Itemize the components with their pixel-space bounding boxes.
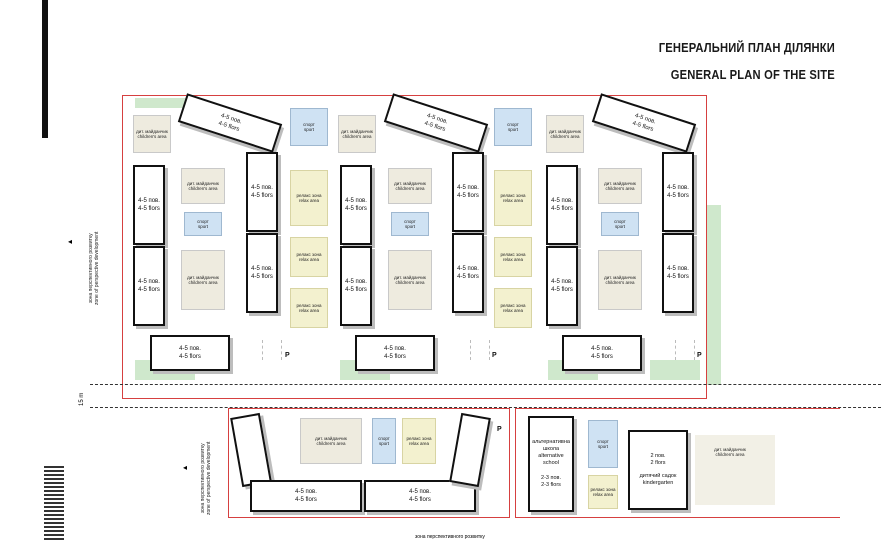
site-boundary-north (122, 95, 707, 399)
building-s-southwest: 4-5 пов.4-5 florѕ (250, 480, 362, 512)
corner-graphic (44, 465, 64, 540)
building-n2-east-top: 4-5 пов.4-5 florѕ (452, 152, 484, 232)
parking-label-1: P (285, 352, 290, 359)
building-n2-west-top: 4-5 пов.4-5 florѕ (340, 165, 372, 245)
green-south-east (695, 435, 775, 505)
arrow-southwest: ◂ (183, 463, 188, 472)
parking-label-3: P (697, 352, 702, 359)
parking-label-2: P (492, 352, 497, 359)
green-belt-east (707, 205, 721, 385)
site-boundary-south (228, 408, 510, 518)
building-n3-west-top: 4-5 пов.4-5 florѕ (546, 165, 578, 245)
title-ukrainian: ГЕНЕРАЛЬНИЙ ПЛАН ДІЛЯНКИ (658, 40, 835, 55)
parking-3 (675, 340, 695, 360)
building-n2-west-bottom: 4-5 пов.4-5 florѕ (340, 246, 372, 326)
building-n2-east-bottom: 4-5 пов.4-5 florѕ (452, 233, 484, 313)
green-strip-4 (650, 360, 700, 380)
left-accent-bar (42, 0, 48, 138)
title-english: GENERAL PLAN OF THE SITE (670, 67, 835, 82)
building-n3-south: 4-5 пов.4-5 florѕ (562, 335, 642, 371)
road-line-bottom (90, 407, 881, 408)
building-n3-east-bottom: 4-5 пов.4-5 florѕ (662, 233, 694, 313)
building-n1-east-bottom: 4-5 пов.4-5 florѕ (246, 233, 278, 313)
building-n1-south: 4-5 пов.4-5 florѕ (150, 335, 230, 371)
parking-1 (262, 340, 282, 360)
building-s-southeast: 4-5 пов.4-5 florѕ (364, 480, 476, 512)
road-width-label: 15 m (79, 392, 85, 406)
parking-label-s: P (497, 426, 502, 433)
building-n1-west-top: 4-5 пов.4-5 florѕ (133, 165, 165, 245)
arrow-west: ◂ (68, 237, 73, 246)
site-boundary-southeast (515, 408, 840, 518)
road-line-top (90, 384, 881, 385)
green-belt-north (135, 98, 195, 108)
building-n2-south: 4-5 пов.4-5 florѕ (355, 335, 435, 371)
building-n1-east-top: 4-5 пов.4-5 florѕ (246, 152, 278, 232)
bottom-zone-label: зона перспективного розвитку (415, 534, 485, 540)
building-n1-west-bottom: 4-5 пов.4-5 florѕ (133, 246, 165, 326)
building-n3-west-bottom: 4-5 пов.4-5 florѕ (546, 246, 578, 326)
parking-2 (470, 340, 490, 360)
building-n3-east-top: 4-5 пов.4-5 florѕ (662, 152, 694, 232)
